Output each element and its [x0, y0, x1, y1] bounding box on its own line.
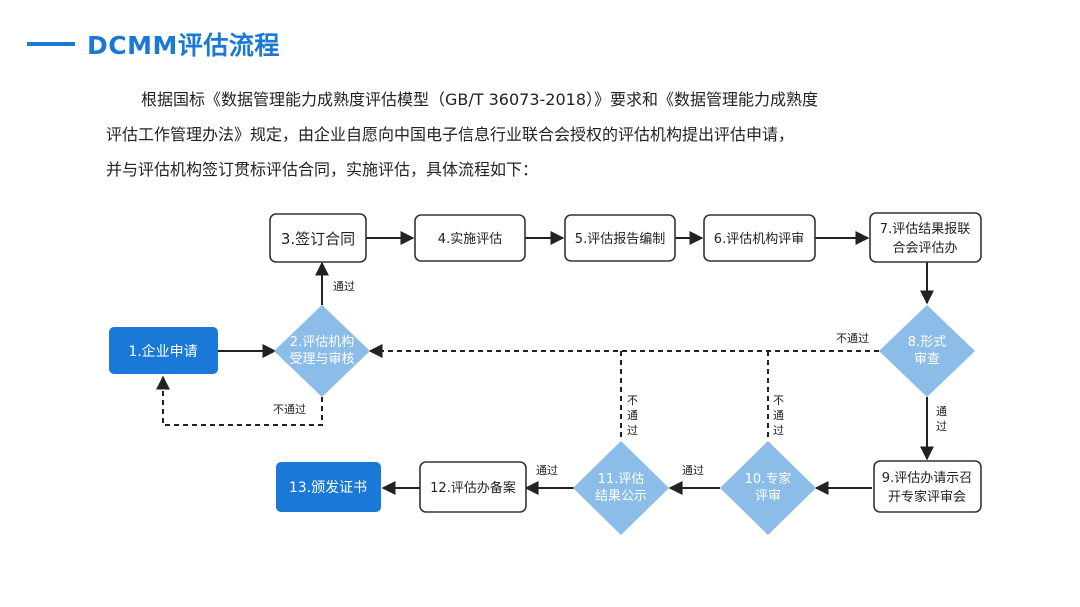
node-7-label-line2: 合会评估办	[892, 241, 957, 256]
dashed-fail-2-to-1	[156, 375, 323, 426]
label-pass-10-to-11: 通过	[682, 464, 704, 477]
node-12-label: 12.评估办备案	[430, 480, 516, 496]
node-11-label-line2: 结果公示	[595, 489, 647, 504]
node-11-label-line1: 11.评估	[598, 472, 645, 487]
node-12-filing: 12.评估办备案	[419, 461, 527, 513]
node-1-label: 1.企业申请	[128, 343, 197, 360]
node-11-publicity-diamond: 11.评估 结果公示	[573, 441, 669, 535]
node-2-review-diamond: 2.评估机构 受理与审核	[274, 305, 370, 397]
label-pass-11-to-12: 通过	[536, 464, 558, 477]
node-2-label-line2: 受理与审核	[289, 352, 354, 367]
node-7-label-line1: 7.评估结果报联	[880, 222, 970, 237]
label-fail-10-c1: 不	[773, 394, 784, 407]
node-4-implement: 4.实施评估	[414, 214, 526, 262]
intro-paragraph: 根据国标《数据管理能力成熟度评估模型（GB/T 36073-2018）》要求和《…	[106, 82, 1006, 187]
node-4-label: 4.实施评估	[438, 232, 502, 247]
label-fail-2-to-1: 不通过	[273, 403, 306, 416]
title-accent-line	[27, 42, 75, 46]
node-9-label-line1: 9.评估办请示召	[882, 471, 972, 486]
node-9-label-line2: 开专家评审会	[888, 489, 966, 505]
label-fail-10-c2: 通	[773, 409, 784, 422]
node-8-label-line2: 审查	[914, 352, 940, 367]
node-5-report: 5.评估报告编制	[564, 214, 676, 262]
label-fail-11-c2: 通	[627, 409, 638, 422]
label-pass-8-to-9-c1: 通	[936, 405, 947, 418]
node-3-label: 3.签订合同	[281, 230, 355, 248]
label-fail-8-to-2: 不通过	[836, 332, 869, 345]
node-3-sign-contract: 3.签订合同	[269, 213, 367, 263]
node-13-issue-certificate: 13.颁发证书	[276, 462, 381, 512]
label-fail-10-c3: 过	[773, 424, 784, 437]
node-1-enterprise-apply: 1.企业申请	[109, 327, 218, 374]
page-title-bar: DCMM评估流程	[27, 24, 280, 64]
node-5-label: 5.评估报告编制	[575, 232, 665, 247]
intro-line-1: 根据国标《数据管理能力成熟度评估模型（GB/T 36073-2018）》要求和《…	[141, 90, 819, 109]
node-6-label: 6.评估机构评审	[714, 232, 804, 247]
node-10-expert-review-diamond: 10.专家 评审	[720, 441, 816, 535]
node-9-expert-meeting-request: 9.评估办请示召 开专家评审会	[873, 460, 982, 513]
node-10-label-line1: 10.专家	[745, 471, 792, 487]
node-2-label-line1: 2.评估机构	[290, 335, 354, 350]
page-title: DCMM评估流程	[87, 31, 280, 60]
intro-line-2: 评估工作管理办法》规定，由企业自愿向中国电子信息行业联合会授权的评估机构提出评估…	[106, 125, 795, 144]
label-fail-11-c3: 过	[627, 424, 638, 437]
node-10-label-line2: 评审	[755, 489, 781, 504]
label-pass-8-to-9-c2: 过	[936, 420, 947, 433]
node-8-formal-review-diamond: 8.形式 审查	[879, 305, 975, 397]
node-13-label: 13.颁发证书	[289, 480, 367, 496]
label-fail-11-c1: 不	[627, 394, 638, 407]
intro-line-3: 并与评估机构签订贯标评估合同，实施评估，具体流程如下：	[106, 160, 539, 179]
node-8-label-line1: 8.形式	[908, 335, 946, 350]
label-pass-2-to-3: 通过	[333, 280, 355, 293]
node-6-institution-review: 6.评估机构评审	[703, 214, 816, 262]
node-7-report-results: 7.评估结果报联 合会评估办	[869, 212, 982, 263]
